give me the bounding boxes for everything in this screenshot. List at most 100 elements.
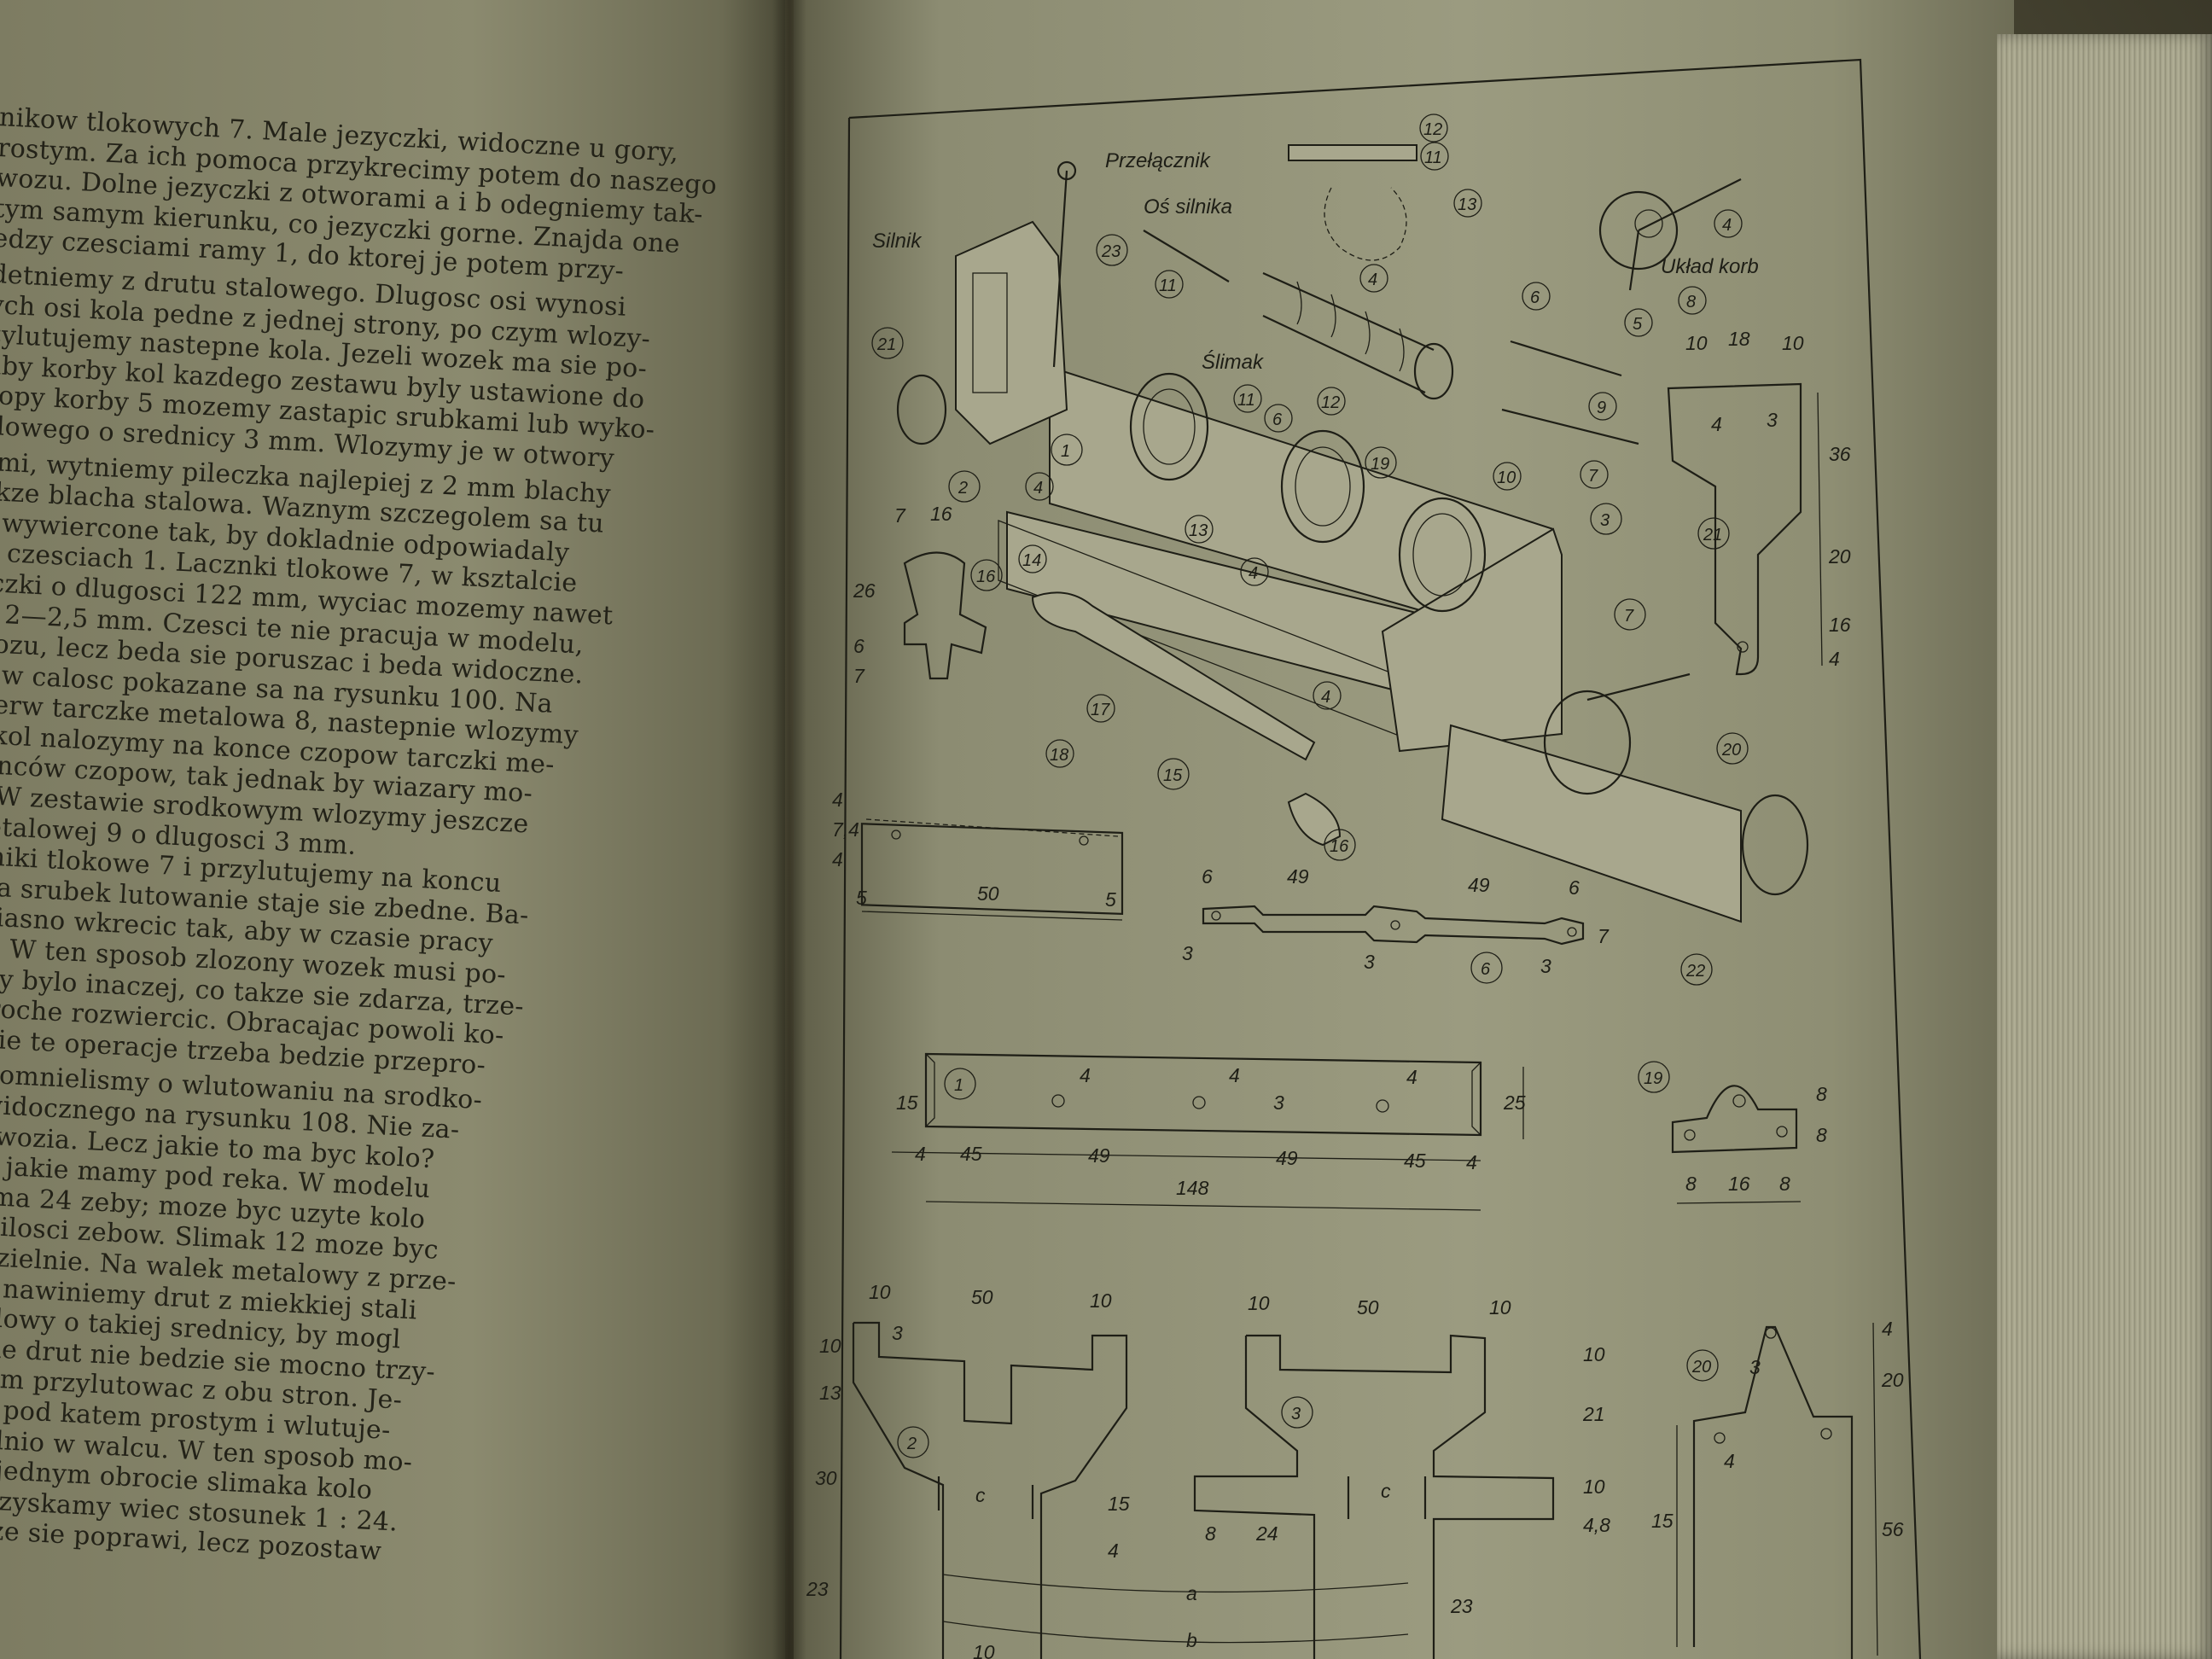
chassis-assembly xyxy=(896,144,1809,923)
part-3-drawing: 3 c 10 50 10 10 21 10 4,8 8 24 23 xyxy=(1193,1292,1610,1659)
wheel-21 xyxy=(896,374,947,445)
svg-text:11: 11 xyxy=(1159,276,1177,295)
svg-text:24: 24 xyxy=(1255,1522,1278,1545)
svg-text:7: 7 xyxy=(1598,925,1610,947)
part-1-drawing: 1 15 4 4 3 4 25 4 45 49 49 45 4 148 xyxy=(891,1052,1526,1211)
svg-text:5: 5 xyxy=(856,887,867,909)
svg-text:2: 2 xyxy=(958,479,968,498)
svg-text:8: 8 xyxy=(1686,293,1696,311)
svg-text:3: 3 xyxy=(1600,511,1610,530)
svg-text:3: 3 xyxy=(1273,1091,1284,1114)
svg-text:8: 8 xyxy=(1779,1173,1790,1195)
svg-text:45: 45 xyxy=(1404,1150,1426,1172)
svg-text:c: c xyxy=(1381,1480,1391,1502)
part-15-drawing: 4 7,4 4 5 50 5 xyxy=(832,789,1124,921)
part-19-drawing: 19 8 8 8 16 8 xyxy=(1638,1061,1827,1204)
svg-text:4: 4 xyxy=(1249,564,1258,583)
svg-text:19: 19 xyxy=(1371,455,1389,474)
svg-text:4: 4 xyxy=(1882,1318,1893,1340)
svg-text:4: 4 xyxy=(1406,1066,1417,1088)
svg-text:148: 148 xyxy=(1176,1177,1209,1199)
part-number-callouts: 1 2 3 4 4 4 4 4 5 6 6 7 7 8 9 10 11 11 1… xyxy=(871,114,1749,986)
svg-text:4: 4 xyxy=(1368,271,1377,289)
svg-text:30: 30 xyxy=(815,1467,837,1489)
svg-text:13: 13 xyxy=(819,1382,841,1404)
svg-text:19: 19 xyxy=(1644,1069,1662,1088)
svg-text:20: 20 xyxy=(1721,741,1741,760)
svg-text:8: 8 xyxy=(1816,1083,1827,1105)
svg-text:4: 4 xyxy=(1229,1064,1240,1086)
svg-text:7: 7 xyxy=(1588,467,1598,486)
svg-text:26: 26 xyxy=(853,579,876,602)
svg-text:4: 4 xyxy=(1080,1064,1091,1086)
svg-text:8: 8 xyxy=(1685,1173,1697,1195)
lever-14 xyxy=(1031,591,1316,761)
svg-text:4: 4 xyxy=(1829,648,1840,670)
svg-text:13: 13 xyxy=(1458,195,1476,214)
svg-text:23: 23 xyxy=(806,1578,829,1600)
svg-text:56: 56 xyxy=(1882,1518,1904,1540)
svg-text:50: 50 xyxy=(971,1286,993,1308)
label-os-silnika: Oś silnika xyxy=(1144,195,1232,218)
svg-text:20: 20 xyxy=(1691,1358,1711,1377)
svg-text:16: 16 xyxy=(1829,614,1851,636)
end-plate-3 xyxy=(1381,527,1563,753)
svg-text:10: 10 xyxy=(1685,332,1708,354)
svg-text:10: 10 xyxy=(869,1281,891,1303)
svg-text:7: 7 xyxy=(1624,607,1634,626)
svg-text:15: 15 xyxy=(1108,1493,1130,1515)
svg-text:6: 6 xyxy=(1530,288,1540,307)
svg-text:10: 10 xyxy=(819,1335,841,1357)
svg-text:16: 16 xyxy=(1728,1173,1750,1195)
svg-text:15: 15 xyxy=(896,1091,918,1114)
svg-text:4: 4 xyxy=(915,1143,926,1165)
svg-text:20: 20 xyxy=(1828,545,1851,568)
svg-text:c: c xyxy=(975,1484,986,1506)
svg-text:3: 3 xyxy=(1182,942,1193,964)
svg-text:25: 25 xyxy=(1503,1091,1526,1114)
svg-text:15: 15 xyxy=(1651,1510,1674,1532)
label-uklad-korb: Układ korb xyxy=(1661,255,1759,278)
svg-text:10: 10 xyxy=(973,1641,995,1659)
svg-text:16: 16 xyxy=(930,503,952,525)
svg-text:4: 4 xyxy=(1724,1450,1735,1472)
svg-text:7,4: 7,4 xyxy=(832,818,859,841)
svg-text:12: 12 xyxy=(1423,120,1442,139)
svg-text:14: 14 xyxy=(1022,551,1041,570)
part-21-drawing: 10 18 10 4 3 36 20 16 4 xyxy=(1667,328,1851,676)
svg-text:8: 8 xyxy=(1816,1124,1827,1146)
svg-text:10: 10 xyxy=(1090,1289,1112,1312)
svg-text:3: 3 xyxy=(1540,955,1551,977)
gear-rack-12 xyxy=(1288,144,1417,161)
svg-text:3: 3 xyxy=(1291,1405,1301,1423)
svg-text:50: 50 xyxy=(1357,1296,1379,1318)
svg-text:11: 11 xyxy=(1237,391,1255,410)
svg-text:21: 21 xyxy=(1703,526,1722,544)
book-page-edges xyxy=(1997,34,2212,1659)
crank-gear xyxy=(1598,190,1679,271)
driving-wheels xyxy=(896,372,1809,896)
svg-text:15: 15 xyxy=(1163,766,1183,785)
figure-border xyxy=(839,58,1922,1659)
worm-slimak xyxy=(1262,271,1435,393)
svg-text:4: 4 xyxy=(1711,413,1722,435)
svg-text:21: 21 xyxy=(876,335,896,354)
svg-text:3: 3 xyxy=(1767,409,1778,431)
svg-text:6: 6 xyxy=(853,635,864,657)
svg-text:3: 3 xyxy=(892,1322,903,1344)
svg-text:49: 49 xyxy=(1287,865,1309,888)
svg-text:18: 18 xyxy=(1728,328,1750,350)
svg-text:17: 17 xyxy=(1091,701,1110,719)
svg-text:b: b xyxy=(1186,1629,1197,1651)
label-przelacznik: Przełącznik xyxy=(1105,149,1212,172)
part-6-drawing: 6 49 49 6 3 3 3 7 6 xyxy=(1182,865,1610,984)
svg-text:21: 21 xyxy=(1582,1403,1605,1425)
svg-text:12: 12 xyxy=(1321,393,1340,412)
svg-text:10: 10 xyxy=(1497,469,1516,487)
svg-text:7: 7 xyxy=(853,665,865,687)
svg-text:49: 49 xyxy=(1468,874,1490,896)
svg-text:6: 6 xyxy=(1272,410,1283,429)
svg-text:5: 5 xyxy=(1105,888,1116,911)
svg-text:10: 10 xyxy=(1248,1292,1270,1314)
